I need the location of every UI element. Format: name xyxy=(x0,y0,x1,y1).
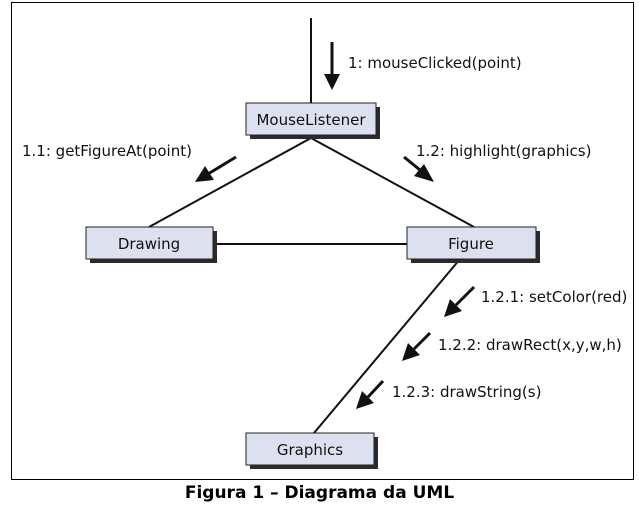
message-drawstring: 1.2.3: drawString(s) xyxy=(392,383,541,401)
message-mouseclicked: 1: mouseClicked(point) xyxy=(348,54,522,72)
message-drawrect: 1.2.2: drawRect(x,y,w,h) xyxy=(438,336,622,354)
link-figure-graphics xyxy=(313,258,461,434)
node-figure-label: Figure xyxy=(448,235,494,253)
node-drawing-label: Drawing xyxy=(118,235,180,253)
message-highlight: 1.2: highlight(graphics) xyxy=(416,142,591,160)
node-mouselistener-label: MouseListener xyxy=(256,111,366,129)
arrow-mouseclicked xyxy=(324,42,340,90)
node-mouselistener: MouseListener xyxy=(245,102,380,139)
diagram-frame xyxy=(11,2,634,480)
arrow-drawstring xyxy=(356,379,385,409)
arrow-setcolor xyxy=(444,285,476,317)
message-setcolor: 1.2.1: setColor(red) xyxy=(481,288,627,306)
node-figure: Figure xyxy=(406,226,540,263)
node-graphics: Graphics xyxy=(245,432,378,469)
arrow-drawrect xyxy=(402,331,432,361)
arrow-highlight xyxy=(403,155,434,182)
node-graphics-label: Graphics xyxy=(277,441,343,459)
message-getfigureat: 1.1: getFigureAt(point) xyxy=(22,142,192,160)
arrow-getfigureat xyxy=(195,155,237,182)
link-mouselistener-figure xyxy=(310,137,475,228)
figure-caption: Figura 1 – Diagrama da UML xyxy=(184,483,455,503)
link-mouselistener-drawing xyxy=(148,137,312,228)
node-drawing: Drawing xyxy=(85,226,217,263)
